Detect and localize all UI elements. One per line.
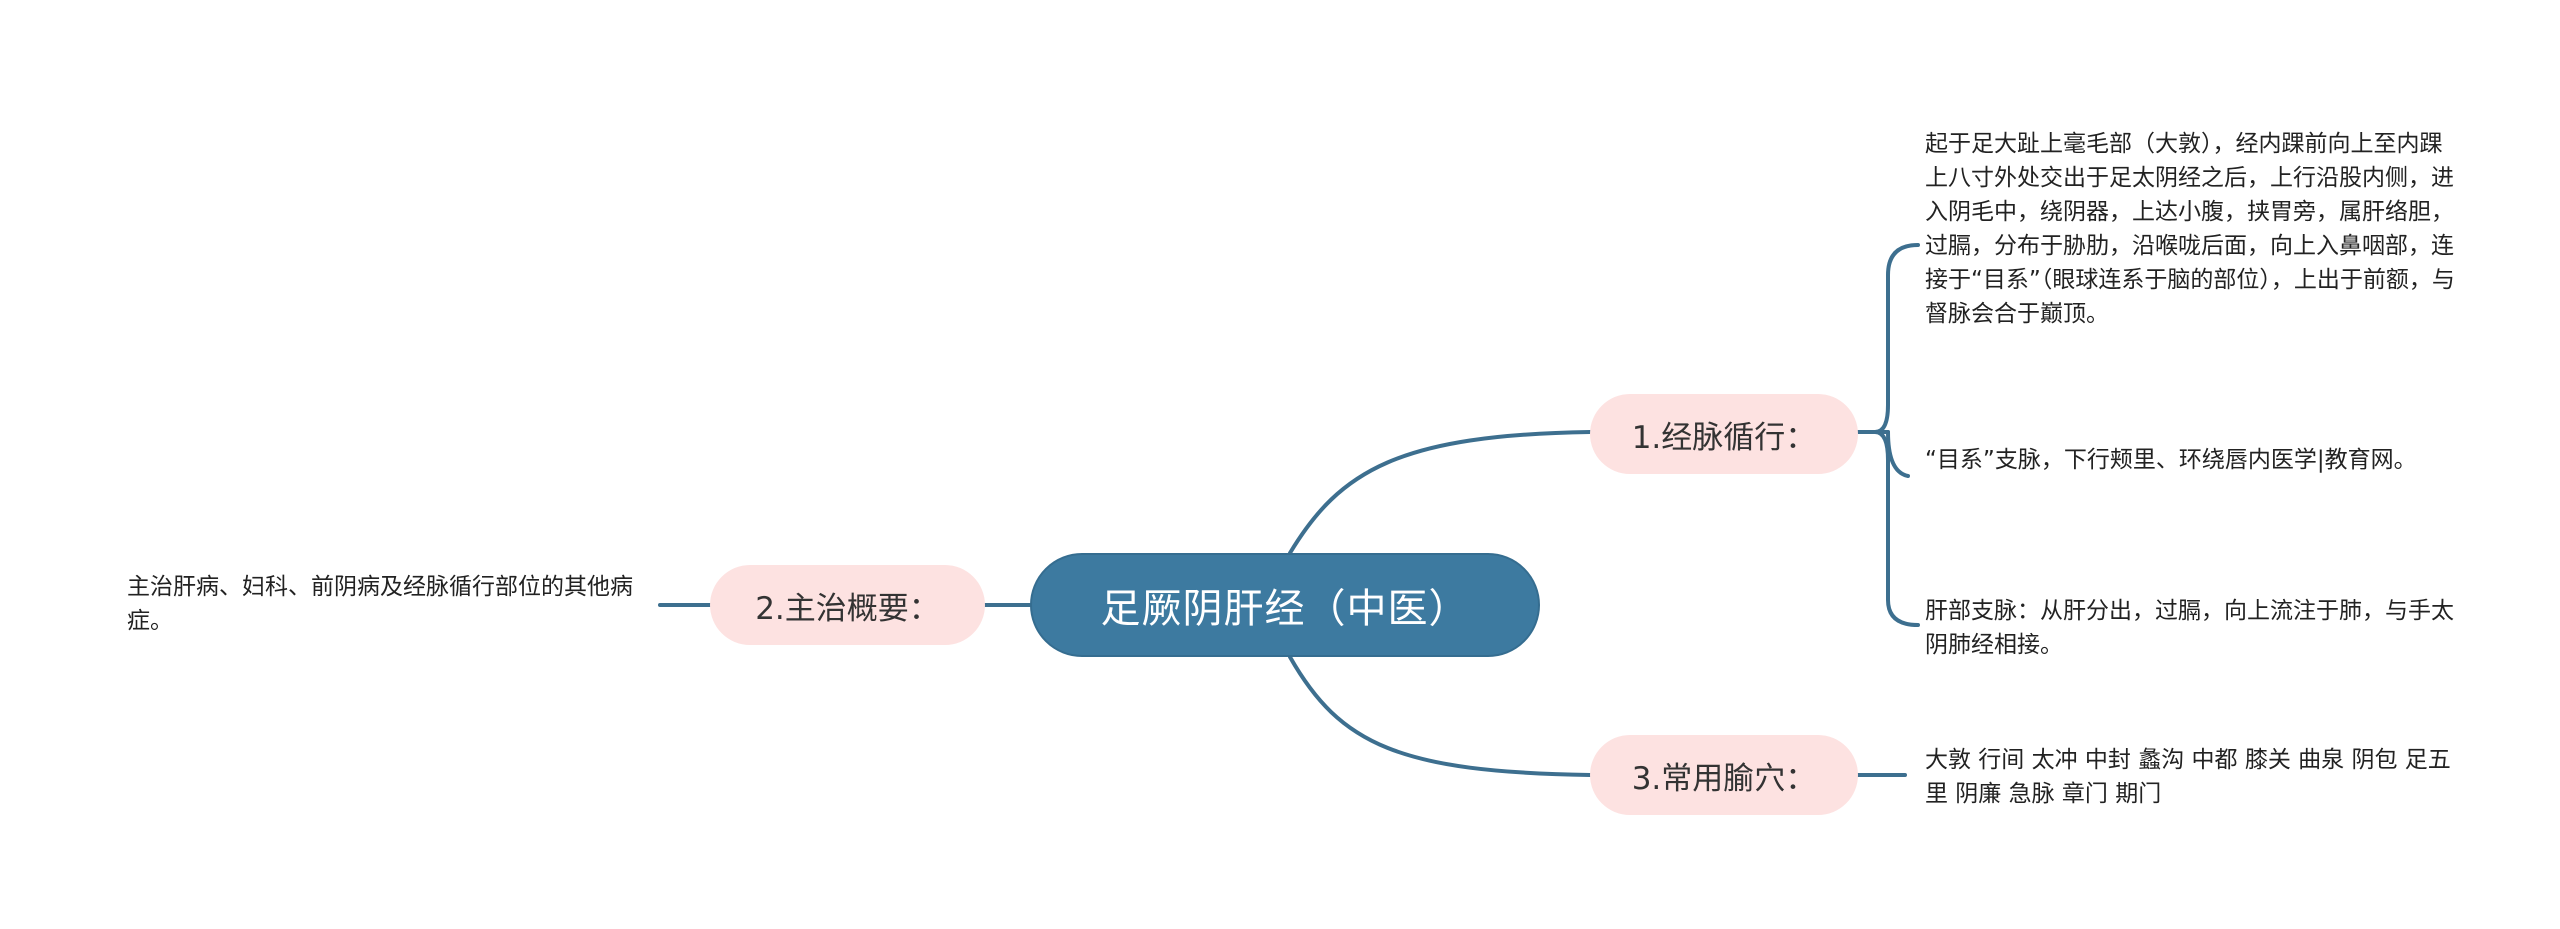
leaf-node-1-2: “目系”支脉，下行颊里、环绕唇内医学|教育网。 — [1925, 447, 2417, 473]
root-label: 足厥阴肝经（中医） — [1100, 586, 1470, 632]
bracket-branch1-mid — [1886, 430, 1910, 478]
branch-node-3[interactable]: 3.常用腧穴： — [1590, 735, 1858, 815]
leaf-node-2-1: 主治肝病、妇科、前阴病及经脉循行部位的其他病症。 — [127, 574, 633, 634]
branch-label-2: 2.主治概要： — [755, 590, 940, 627]
link-root-branch1 — [1288, 430, 1592, 555]
branch-label-3: 3.常用腧穴： — [1631, 760, 1817, 797]
leaf-node-1-3: 肝部支脉：从肝分出，过膈，向上流注于肺，与手太阴肺经相接。 — [1925, 598, 2454, 658]
link-root-branch3 — [1288, 655, 1592, 777]
branch-label-1: 1.经脉循行： — [1631, 419, 1817, 456]
branch-node-2[interactable]: 2.主治概要： — [710, 565, 985, 645]
leaf-node-3-1: 大敦 行间 太冲 中封 蠡沟 中都 膝关 曲泉 阴包 足五里 阴廉 急脉 章门 … — [1925, 747, 2451, 807]
root-node[interactable]: 足厥阴肝经（中医） — [1030, 553, 1540, 657]
branch-node-1[interactable]: 1.经脉循行： — [1590, 394, 1858, 474]
bracket-branch1 — [1874, 243, 1920, 627]
leaf-node-1-1: 起于足大趾上毫毛部（大敦），经内踝前向上至内踝上八寸外处交出于足太阴经之后，上行… — [1925, 131, 2455, 327]
